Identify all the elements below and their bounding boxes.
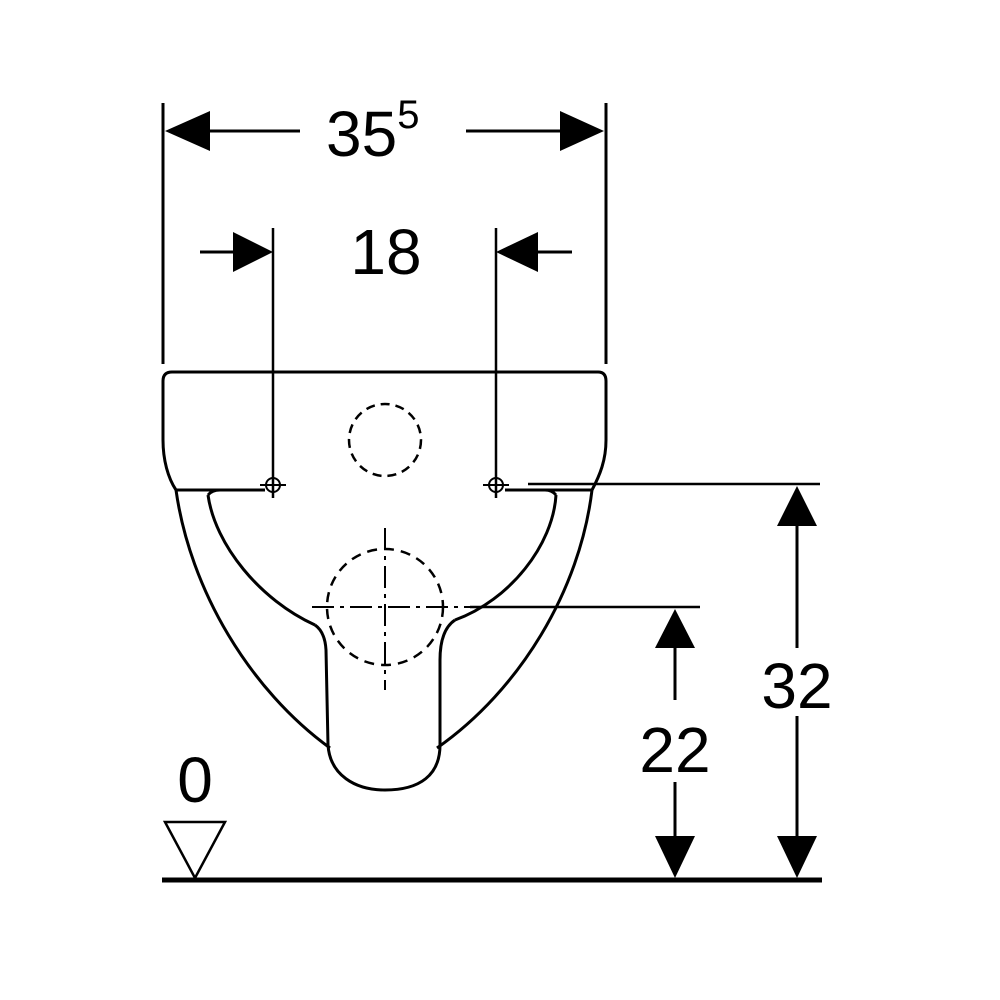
urinal-top-rim-left [161,370,178,491]
fixing-hole-left-icon [260,472,286,498]
urinal-outer-bowl-right [436,489,594,750]
water-inlet-circle [347,402,423,478]
overall-width-sup: 5 [397,93,419,137]
width-arrow-left-icon [165,111,210,151]
urinal-inner-corner-right [544,488,558,496]
urinal-outer-bowl [174,489,331,750]
outlet-height-dimension: 22 [470,605,711,878]
overall-width-dimension: 355 [161,93,608,364]
outlet-height-arrow-down-icon [655,836,695,878]
fixing-arrow-left-icon [233,232,273,272]
urinal-top-rim [172,370,608,491]
fixing-height-dimension: 32 [528,482,833,878]
urinal-trap [314,618,456,792]
floor-level-triangle-icon [162,820,228,881]
urinal-inner-corner-left [206,488,221,496]
outlet-height-arrow-up-icon [655,609,695,648]
floor-level-label: 0 [177,744,213,816]
floor-level-marker: 0 [162,744,822,883]
fixing-height-arrow-up-icon [777,486,817,526]
fixing-distance-label: 18 [350,216,421,288]
overall-width-main: 35 [326,98,397,170]
fixing-distance-dimension: 18 [200,216,572,498]
urinal-inner-wall-right [454,494,558,622]
outlet-height-label: 22 [639,714,710,786]
urinal-inner-wall-left [206,494,316,627]
fixing-hole-right-icon [483,472,509,498]
fixing-height-arrow-down-icon [777,836,817,878]
fixing-holes [260,472,509,498]
fixing-arrow-right-icon [496,232,538,272]
hidden-features [312,402,470,690]
fixing-height-label: 32 [761,650,832,722]
width-arrow-right-icon [560,111,604,151]
overall-width-label: 355 [326,93,419,170]
urinal-outline [161,370,608,792]
